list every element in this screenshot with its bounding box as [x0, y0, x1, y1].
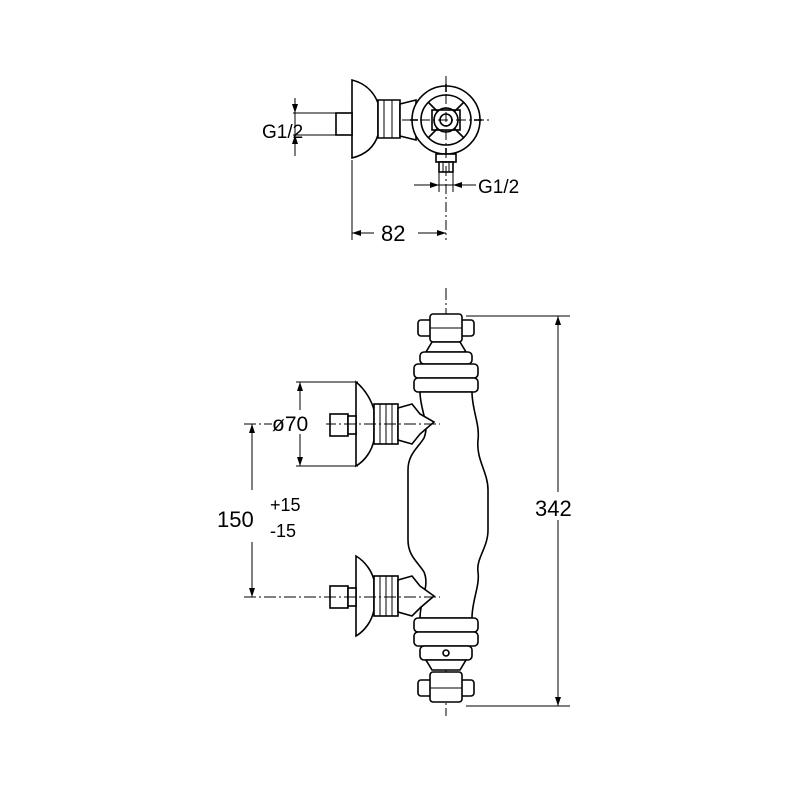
bottom-handle	[417, 659, 475, 703]
centre-tolerance-minus: -15	[270, 521, 296, 541]
overall-height-label: 342	[535, 496, 572, 521]
top-collar	[413, 351, 479, 393]
top-view-union-nut	[377, 99, 401, 139]
front-view: ø70 150 +15 -15 342	[216, 288, 584, 716]
outlet-thread-label: G1/2	[478, 177, 519, 198]
top-handle	[417, 313, 475, 353]
top-view-escutcheon	[351, 78, 379, 160]
escutcheon-diameter-label: ø70	[272, 413, 308, 436]
bottom-collar	[413, 617, 479, 661]
depth-label: 82	[381, 221, 405, 246]
top-view: G1/2 G1/2 82	[262, 76, 519, 246]
inlet-thread-label: G1/2	[262, 122, 303, 143]
top-view-inlet-stub	[335, 112, 353, 136]
centre-distance-label: 150	[217, 507, 254, 532]
centre-tolerance-plus: +15	[270, 495, 301, 515]
